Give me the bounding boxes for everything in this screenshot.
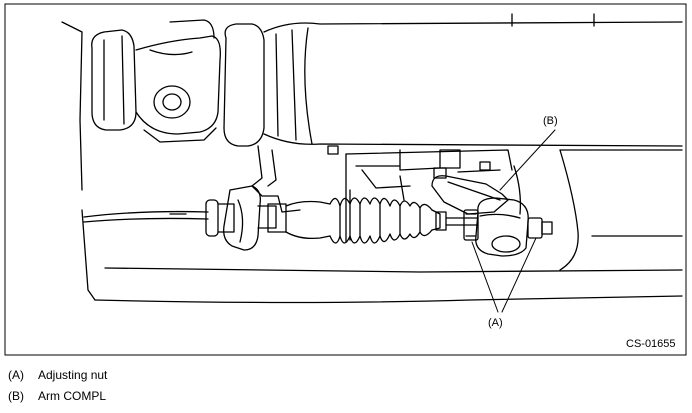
legend-text: Arm COMPL xyxy=(38,389,107,403)
shaft-tube xyxy=(223,21,683,147)
legend-key: (B) xyxy=(8,389,24,403)
leader-lines xyxy=(471,129,556,313)
adjusting-rod xyxy=(435,209,553,241)
mounting-bracket xyxy=(251,145,522,243)
universal-joint xyxy=(91,19,221,143)
arm-compl xyxy=(431,175,529,257)
legend-item-b: (B) Arm COMPL xyxy=(8,389,106,403)
callout-a: (A) xyxy=(488,317,503,329)
adjusting-nut-b xyxy=(527,217,543,239)
legend-item-a: (A) Adjusting nut xyxy=(8,368,107,382)
cable-assembly xyxy=(83,185,287,251)
figure-frame xyxy=(4,3,687,356)
figure-code: CS-01655 xyxy=(626,338,676,350)
adjusting-nut-a xyxy=(463,209,479,241)
legend-key: (A) xyxy=(8,368,24,382)
legend-text: Adjusting nut xyxy=(38,368,108,382)
transmission-housing xyxy=(61,13,683,304)
callout-b: (B) xyxy=(543,115,558,127)
bellows-boot xyxy=(285,197,441,244)
